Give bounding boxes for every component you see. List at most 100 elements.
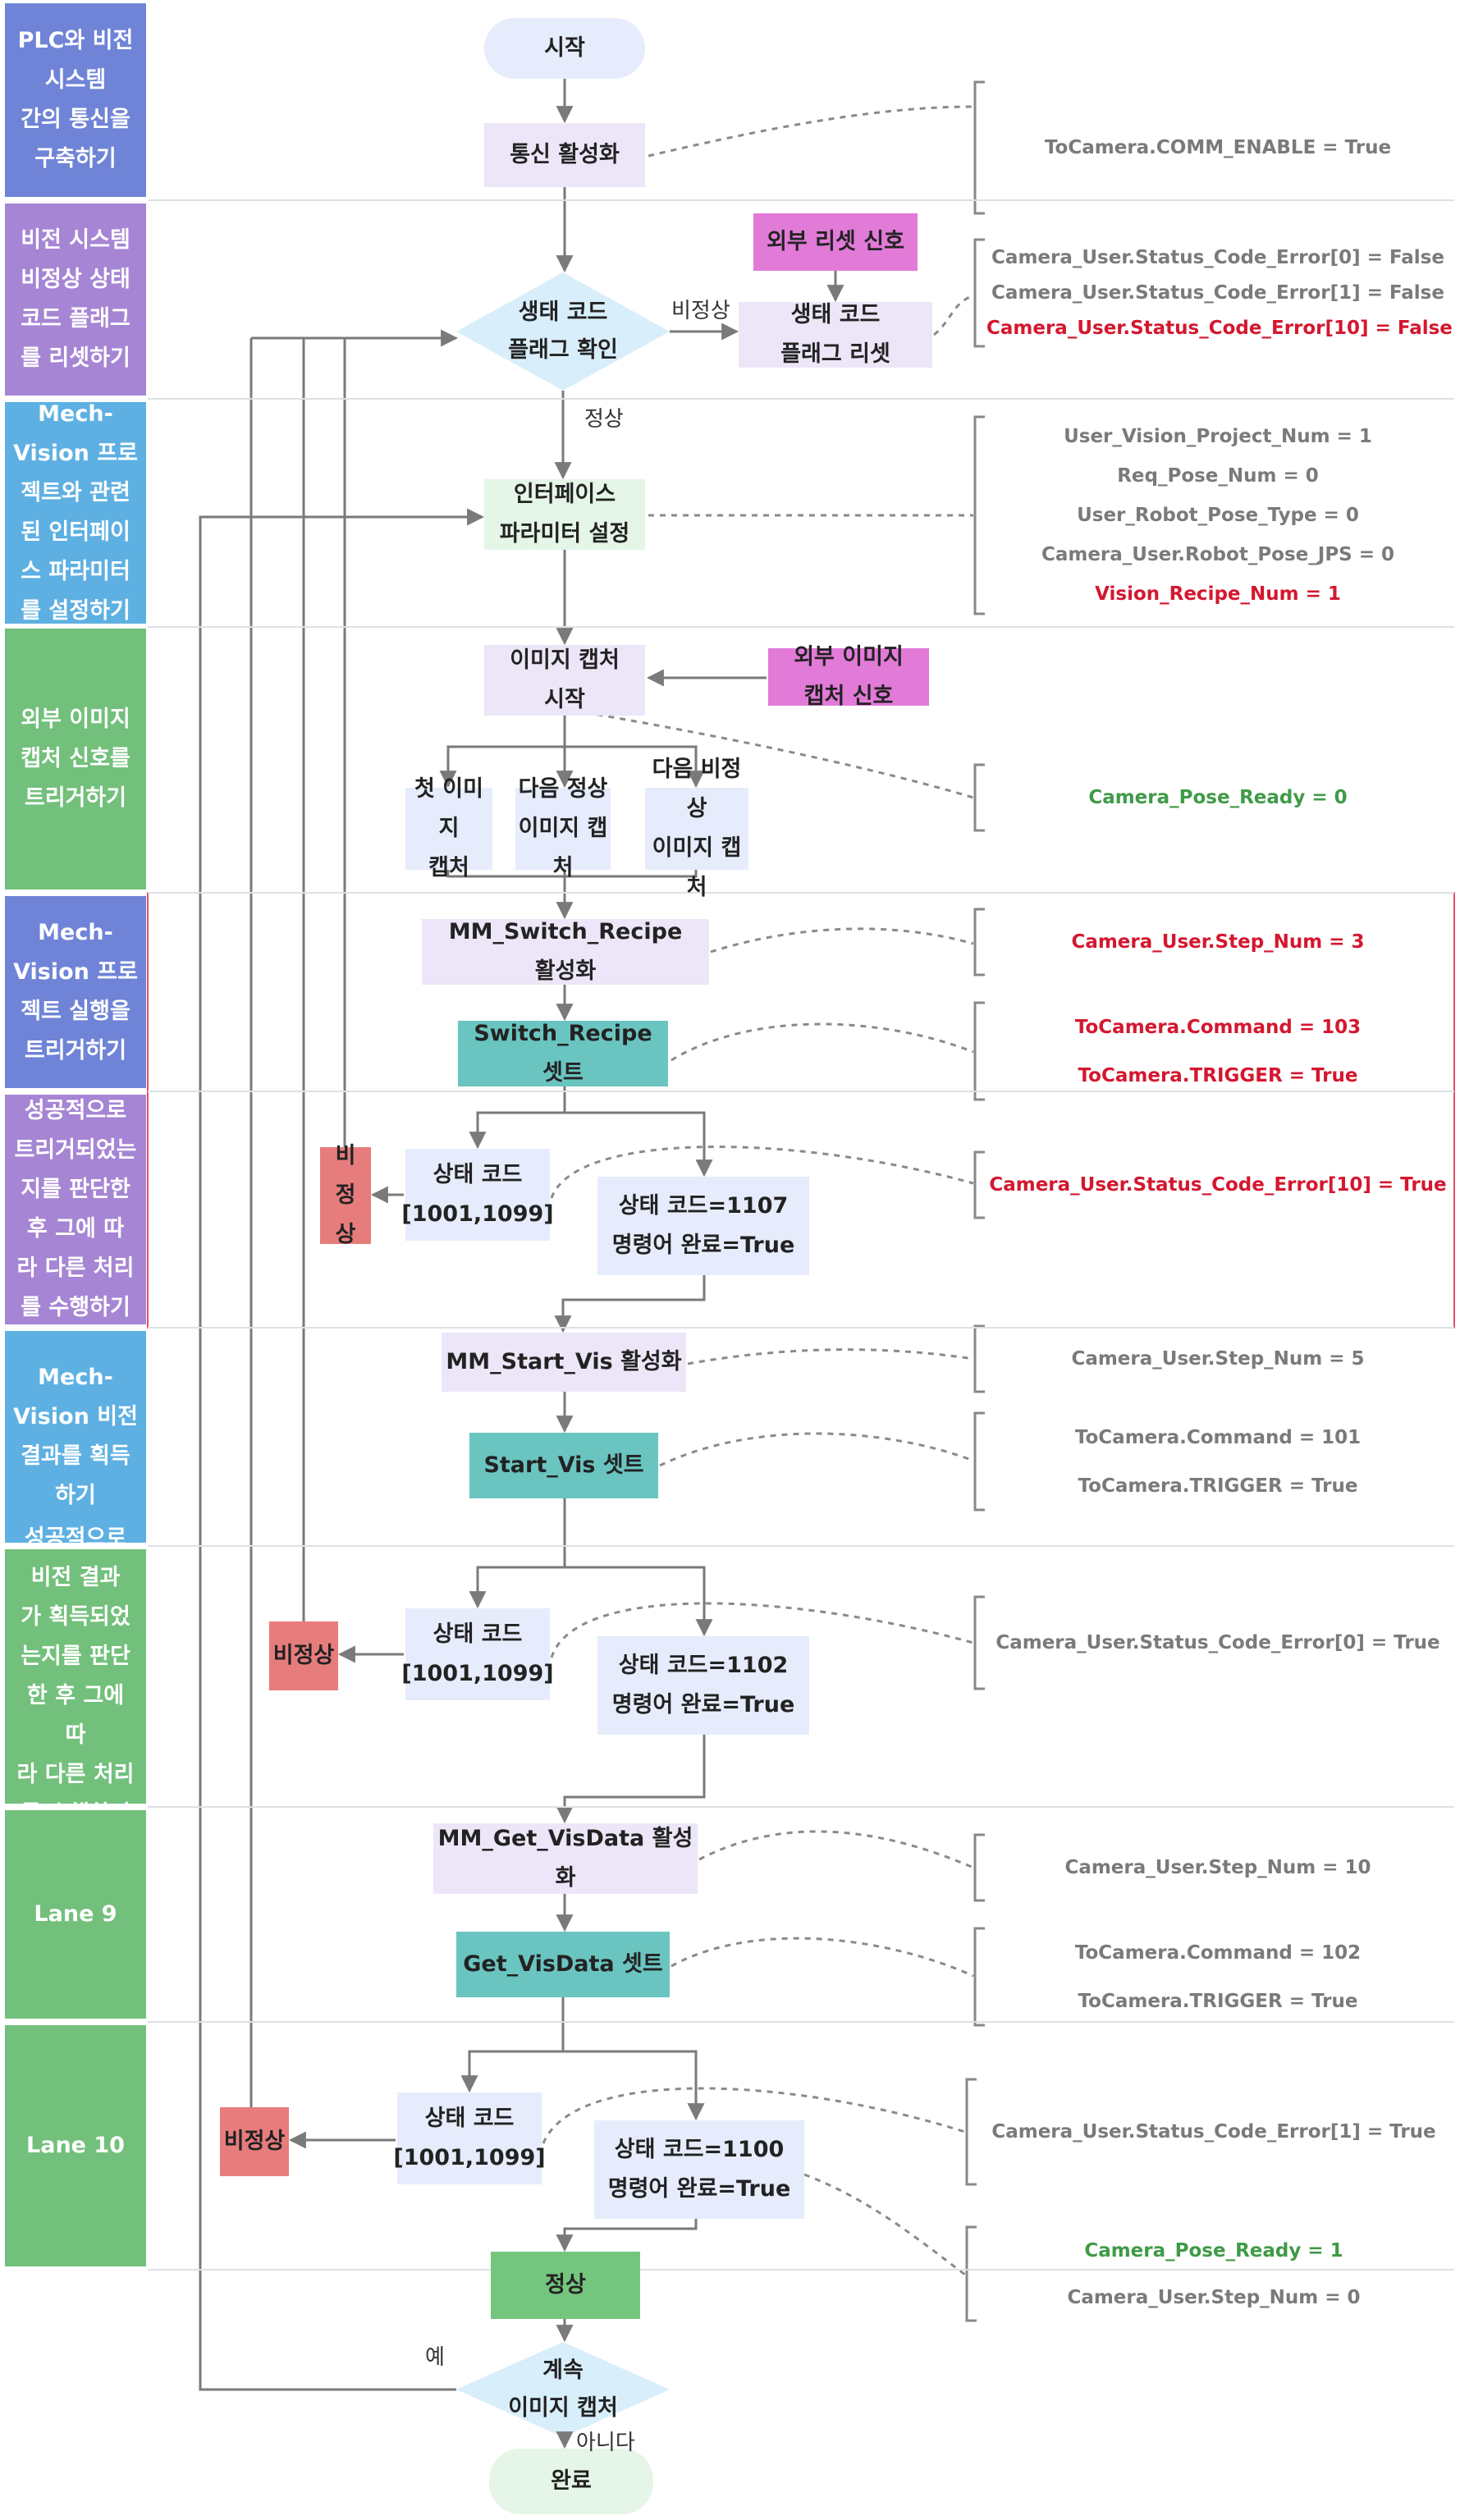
lane-divider	[148, 1545, 1454, 1547]
note-link	[550, 1146, 974, 1199]
node-start-vis-set: Start_Vis 셋트	[469, 1433, 658, 1498]
connector	[556, 2219, 698, 2252]
lane-divider	[148, 199, 1454, 201]
node-interface-params: 인터페이스 파라미터 설정	[484, 479, 645, 550]
note-bracket	[973, 908, 985, 976]
lane-label-7: Mech- Vision 비전 결과를 획득 하기	[5, 1331, 146, 1543]
lane-label-2: 비전 시스템 비정상 상태 코드 플래그 를 리셋하기	[5, 204, 146, 396]
lane-label-10: Lane 10	[5, 2025, 146, 2266]
note-line: User_Robot_Pose_Type = 0	[1077, 505, 1359, 526]
lane-divider	[148, 398, 1454, 400]
note-1: ToCamera.COMM_ENABLE = True	[986, 82, 1449, 213]
node-capture-start: 이미지 캡처 시작	[484, 645, 645, 716]
node-get-vis-set: Get_VisData 셋트	[456, 1932, 670, 1997]
lane-label-1: PLC와 비전 시스템 간의 통신을 구축하기	[5, 3, 146, 197]
note-line: Camera_User.Step_Num = 10	[1064, 1857, 1371, 1878]
note-10: Camera_User.Status_Code_Error[0] = True	[986, 1597, 1449, 1689]
note-line: ToCamera.TRIGGER = True	[1078, 1064, 1358, 1086]
node-mm-start-vis: MM_Start_Vis 활성화	[442, 1333, 686, 1392]
note-4: Camera_Pose_Ready = 0	[986, 765, 1449, 830]
node-status-err-1: 상태 코드 [1001,1099]	[401, 1149, 554, 1241]
lane-divider	[148, 626, 1454, 628]
diamond-continue-capture	[456, 2342, 670, 2437]
node-mm-get-vis: MM_Get_VisData 활성 화	[433, 1823, 698, 1894]
note-line: Camera_User.Status_Code_Error[1] = True	[991, 2121, 1436, 2143]
note-link	[933, 294, 974, 336]
lane-label-5: Mech- Vision 프로 젝트 실행을 트리거하기	[5, 896, 146, 1088]
node-status-err-2: 상태 코드 [1001,1099]	[401, 1608, 554, 1700]
lane-divider	[148, 1327, 1454, 1329]
diamond-check-flag	[456, 272, 670, 391]
note-line: ToCamera.COMM_ENABLE = True	[1044, 137, 1392, 158]
note-11: Camera_User.Step_Num = 10	[986, 1835, 1449, 1900]
note-link	[803, 2173, 966, 2276]
lane-label-3: Mech- Vision 프로 젝트와 관련 된 인터페이 스 파라미터 를 설…	[5, 401, 146, 624]
note-line: User_Vision_Project_Num = 1	[1064, 426, 1372, 447]
note-line: Camera_User.Status_Code_Error[0] = True	[995, 1632, 1440, 1653]
lane-label-4: 외부 이미지 캡처 신호를 트리거하기	[5, 629, 146, 890]
edge-label-normal: 정상	[584, 407, 624, 432]
note-line: ToCamera.Command = 101	[1074, 1426, 1362, 1448]
node-comm-enable: 통신 활성화	[484, 123, 645, 187]
note-line: Camera_User.Step_Num = 3	[1071, 931, 1365, 953]
connector	[565, 745, 705, 789]
note-8: Camera_User.Step_Num = 5	[986, 1326, 1449, 1392]
lane-label-8: 성공적으로 비전 결과 가 획득되었 는지를 판단 한 후 그에 따 라 다른 …	[5, 1525, 146, 1827]
note-bracket	[973, 1411, 985, 1512]
node-normal: 정상	[491, 2252, 640, 2319]
note-line: ToCamera.TRIGGER = True	[1078, 1990, 1358, 2012]
note-bracket	[973, 238, 985, 348]
note-line: ToCamera.Command = 103	[1074, 1016, 1362, 1038]
lane-divider	[148, 1806, 1454, 1808]
lane-divider	[148, 2021, 1454, 2023]
connector	[556, 1735, 706, 1824]
note-line: Camera_User.Step_Num = 0	[1067, 2286, 1361, 2308]
note-line: Camera_User.Status_Code_Error[10] = True	[989, 1174, 1447, 1196]
node-abn-3: 비정상	[220, 2107, 289, 2176]
connector	[554, 1275, 706, 1333]
node-done: 완료	[489, 2449, 653, 2514]
node-status-err-3: 상태 코드 [1001,1099]	[393, 2092, 546, 2184]
note-link	[671, 1937, 974, 1978]
node-next-abnormal: 다음 비정상 이미지 캡처	[645, 757, 748, 900]
note-bracket	[973, 1150, 985, 1219]
note-13: Camera_User.Status_Code_Error[1] = True	[978, 2079, 1449, 2184]
note-link	[659, 1432, 974, 1467]
note-link	[574, 709, 974, 799]
node-status-ok-1100: 상태 코드=1100 명령어 완료=True	[594, 2120, 804, 2219]
note-5: Camera_User.Step_Num = 3	[986, 909, 1449, 975]
note-line: Camera_User.Status_Code_Error[0] = False	[991, 246, 1444, 268]
lane-divider	[148, 2269, 1454, 2271]
node-switch-set: Switch_Recipe 셋트	[458, 1021, 668, 1086]
node-abn-1: 비 정 상	[320, 1143, 371, 1247]
note-link	[671, 1022, 974, 1062]
note-link	[542, 2087, 966, 2144]
connector	[563, 2050, 705, 2121]
lane-divider	[148, 1091, 1454, 1092]
note-line: Camera_User.Robot_Pose_JPS = 0	[1041, 544, 1395, 565]
diamond-label-check-flag: 생태 코드 플래그 확인	[508, 300, 618, 363]
note-line: ToCamera.TRIGGER = True	[1078, 1475, 1358, 1497]
node-next-normal: 다음 정상 이미지 캡처	[515, 776, 611, 880]
note-bracket	[973, 415, 985, 615]
lane-label-9: Lane 9	[5, 1810, 146, 2019]
lane-divider	[148, 892, 1454, 894]
connector	[469, 1086, 566, 1150]
node-abn-2: 비정상	[269, 1621, 338, 1690]
node-status-ok-1107: 상태 코드=1107 명령어 완료=True	[597, 1177, 809, 1275]
diamond-label-continue-capture: 계속 이미지 캡처	[508, 2358, 618, 2421]
note-line: Camera_User.Status_Code_Error[10] = Fals…	[986, 318, 1453, 340]
loop-continue-yes	[199, 508, 485, 2391]
connector	[565, 1111, 713, 1178]
note-line: Vision_Recipe_Num = 1	[1095, 583, 1341, 605]
node-ext-reset: 외부 리셋 신호	[753, 213, 918, 271]
note-link	[698, 1830, 974, 1869]
note-line: Camera_Pose_Ready = 0	[1088, 787, 1348, 808]
note-bracket	[973, 1927, 985, 2027]
